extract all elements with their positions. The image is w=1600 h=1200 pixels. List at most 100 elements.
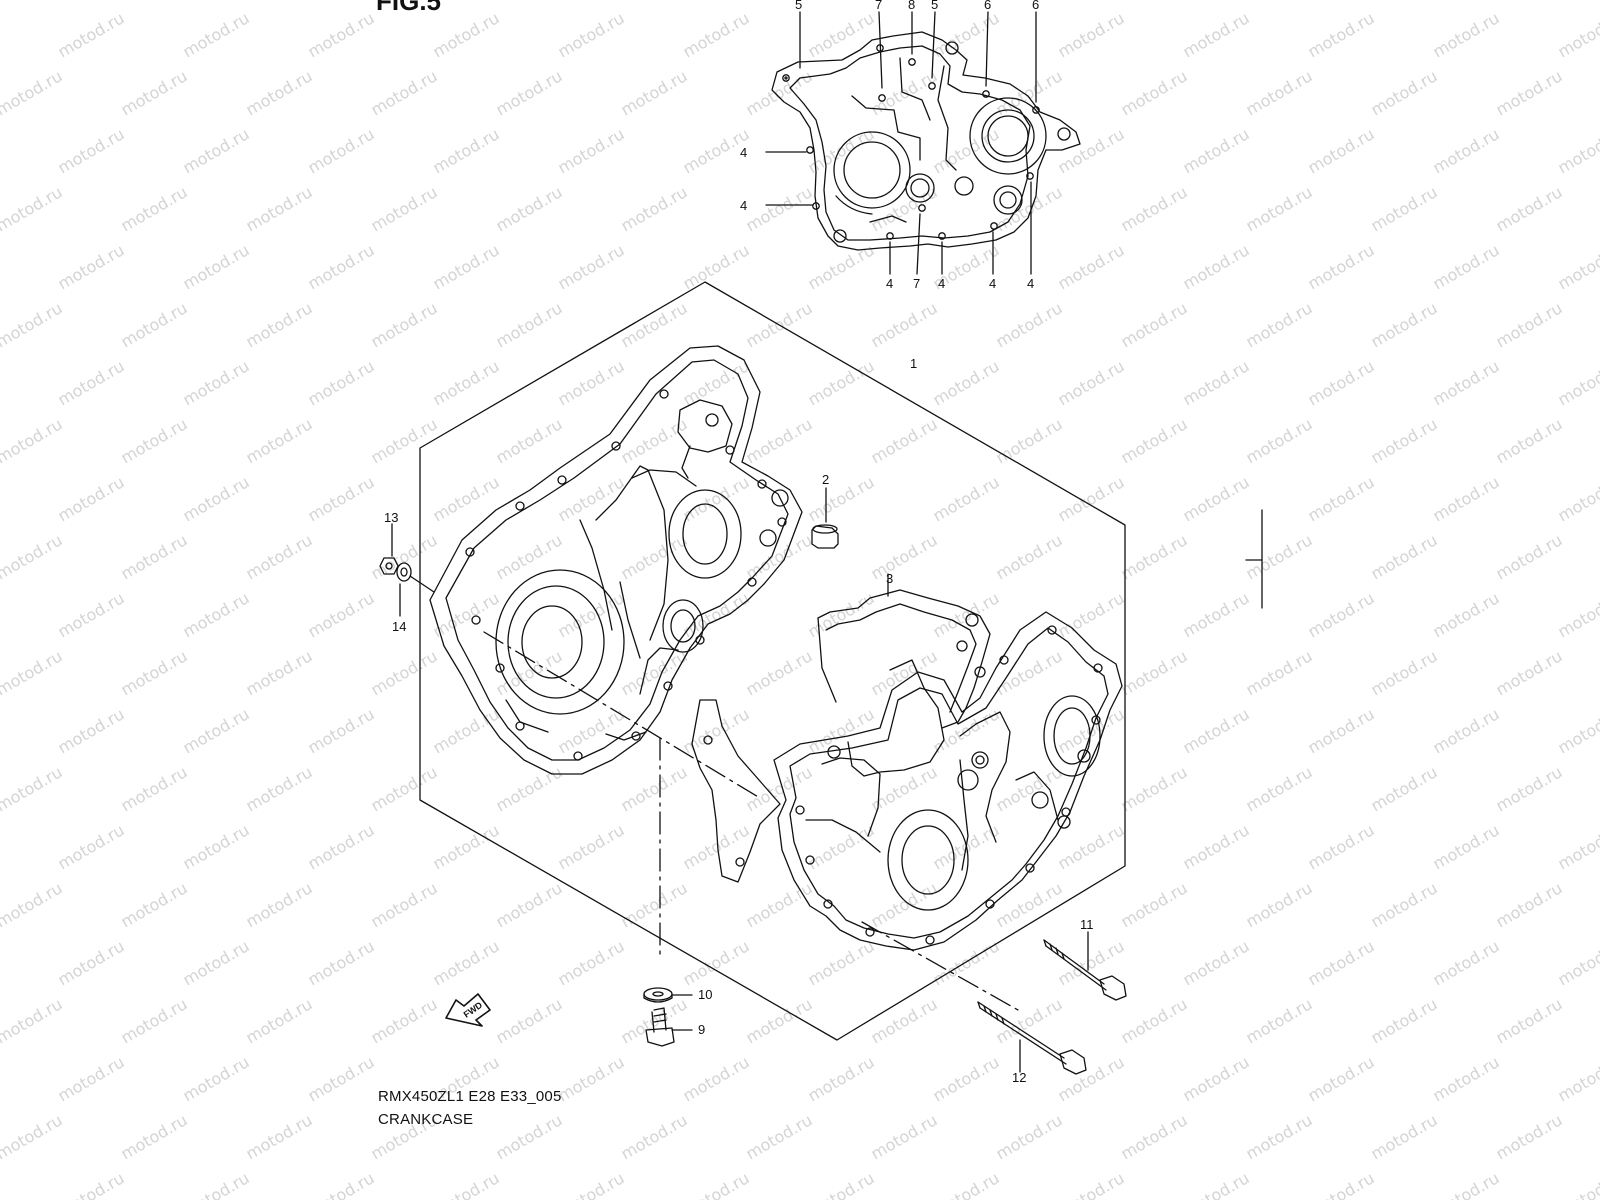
- watermark-text: motod.ru: [1180, 8, 1253, 61]
- watermark-text: motod.ru: [1430, 124, 1503, 177]
- watermark-text: motod.ru: [118, 646, 191, 699]
- watermark-text: motod.ru: [493, 530, 566, 583]
- watermark-text: motod.ru: [305, 356, 378, 409]
- watermark-text: motod.ru: [993, 0, 1066, 3]
- watermark-text: motod.ru: [993, 66, 1066, 119]
- watermark-text: motod.ru: [1555, 240, 1600, 293]
- watermark-text: motod.ru: [1118, 878, 1191, 931]
- watermark-text: motod.ru: [0, 820, 3, 873]
- watermark-text: motod.ru: [1055, 936, 1128, 989]
- watermark-text: motod.ru: [0, 356, 3, 409]
- watermark-text: motod.ru: [680, 1168, 753, 1200]
- watermark-text: motod.ru: [1180, 1052, 1253, 1105]
- diagram-code: RMX450ZL1 E28 E33_005: [378, 1088, 562, 1105]
- watermark-text: motod.ru: [180, 240, 253, 293]
- watermark-text: motod.ru: [1055, 472, 1128, 525]
- watermark-text: motod.ru: [0, 1168, 3, 1200]
- watermark-text: motod.ru: [1305, 1052, 1378, 1105]
- watermark-text: motod.ru: [930, 472, 1003, 525]
- watermark-text: motod.ru: [1555, 704, 1600, 757]
- watermark-text: motod.ru: [555, 1168, 628, 1200]
- watermark-text: motod.ru: [1368, 1110, 1441, 1163]
- short-bolt: [645, 1007, 693, 1047]
- callout-4d: 4: [938, 276, 945, 291]
- watermark-text: motod.ru: [0, 762, 66, 815]
- watermark-text: motod.ru: [618, 414, 691, 467]
- watermark-text: motod.ru: [743, 646, 816, 699]
- watermark-text: motod.ru: [1430, 472, 1503, 525]
- watermark-text: motod.ru: [1055, 124, 1128, 177]
- watermark-text: motod.ru: [1180, 240, 1253, 293]
- watermark-text: motod.ru: [493, 298, 566, 351]
- watermark-text: motod.ru: [1243, 298, 1316, 351]
- crankcase-bolt-long-lower: [977, 1001, 1087, 1075]
- watermark-text: motod.ru: [1055, 356, 1128, 409]
- callout-6b: 6: [1032, 0, 1039, 12]
- callout-4b: 4: [740, 198, 747, 213]
- watermark-text: motod.ru: [118, 0, 191, 3]
- watermark-text: motod.ru: [1305, 124, 1378, 177]
- watermark-text: motod.ru: [618, 66, 691, 119]
- watermark-text: motod.ru: [305, 240, 378, 293]
- watermark-text: motod.ru: [55, 8, 128, 61]
- watermark-text: motod.ru: [55, 820, 128, 873]
- watermark-text: motod.ru: [0, 298, 66, 351]
- watermark-text: motod.ru: [993, 414, 1066, 467]
- watermark-text: motod.ru: [118, 530, 191, 583]
- watermark-text: motod.ru: [55, 1168, 128, 1200]
- watermark-text: motod.ru: [243, 1110, 316, 1163]
- watermark-text: motod.ru: [1180, 472, 1253, 525]
- left-crankcase-half: [429, 345, 803, 775]
- watermark-text: motod.ru: [493, 994, 566, 1047]
- watermark-text: motod.ru: [930, 1168, 1003, 1200]
- watermark-text: motod.ru: [555, 588, 628, 641]
- watermark-text: motod.ru: [493, 878, 566, 931]
- watermark-text: motod.ru: [1368, 646, 1441, 699]
- watermark-text: motod.ru: [1305, 820, 1378, 873]
- watermark-text: motod.ru: [1243, 1110, 1316, 1163]
- watermark-text: motod.ru: [1180, 588, 1253, 641]
- watermark-text: motod.ru: [493, 646, 566, 699]
- watermark-text: motod.ru: [618, 1110, 691, 1163]
- watermark-text: motod.ru: [1368, 182, 1441, 235]
- watermark-text: motod.ru: [0, 704, 3, 757]
- watermark-text: motod.ru: [555, 240, 628, 293]
- callout-4c: 4: [886, 276, 893, 291]
- watermark-text: motod.ru: [1243, 646, 1316, 699]
- callout-5b: 5: [931, 0, 938, 12]
- watermark-text: motod.ru: [305, 8, 378, 61]
- watermark-text: motod.ru: [1305, 240, 1378, 293]
- watermark-text: motod.ru: [1118, 1110, 1191, 1163]
- watermark-text: motod.ru: [1055, 8, 1128, 61]
- watermark-text: motod.ru: [0, 1052, 3, 1105]
- watermark-text: motod.ru: [368, 298, 441, 351]
- watermark-text: motod.ru: [805, 1052, 878, 1105]
- watermark-text: motod.ru: [1305, 588, 1378, 641]
- watermark-text: motod.ru: [680, 472, 753, 525]
- watermark-text: motod.ru: [555, 8, 628, 61]
- watermark-text: motod.ru: [555, 124, 628, 177]
- watermark-text: motod.ru: [243, 646, 316, 699]
- watermark-text: motod.ru: [1493, 298, 1566, 351]
- watermark-text: motod.ru: [555, 356, 628, 409]
- watermark-text: motod.ru: [930, 124, 1003, 177]
- watermark-text: motod.ru: [1368, 994, 1441, 1047]
- watermark-text: motod.ru: [1430, 936, 1503, 989]
- watermark-text: motod.ru: [493, 414, 566, 467]
- callout-8: 8: [908, 0, 915, 12]
- callout-4e: 4: [989, 276, 996, 291]
- watermark-text: motod.ru: [55, 588, 128, 641]
- watermark-text: motod.ru: [618, 878, 691, 931]
- watermark-text: motod.ru: [305, 936, 378, 989]
- watermark-text: motod.ru: [1118, 0, 1191, 3]
- watermark-text: motod.ru: [180, 124, 253, 177]
- watermark-text: motod.ru: [1555, 472, 1600, 525]
- watermark-text: motod.ru: [118, 994, 191, 1047]
- watermark-text: motod.ru: [493, 1110, 566, 1163]
- watermark-text: motod.ru: [680, 704, 753, 757]
- drain-plug: [379, 523, 435, 617]
- watermark-text: motod.ru: [1305, 8, 1378, 61]
- watermark-text: motod.ru: [1368, 530, 1441, 583]
- watermark-text: motod.ru: [805, 588, 878, 641]
- watermark-text: motod.ru: [305, 704, 378, 757]
